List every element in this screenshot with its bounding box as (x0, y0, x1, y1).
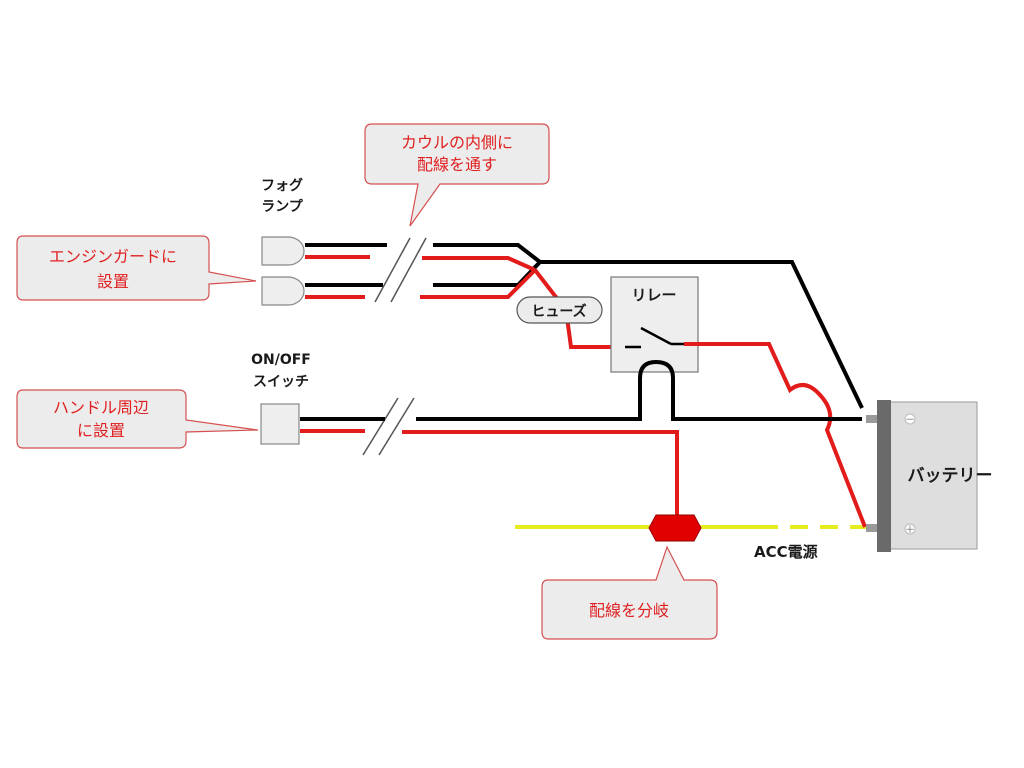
fog-lamp-label-line2: ランプ (261, 199, 304, 215)
fog-lamp-lower (261, 276, 305, 306)
fuse-label: ヒューズ (531, 303, 586, 320)
callout-handle: ハンドル周辺 に設置 (16, 389, 259, 449)
wire-break-marks (362, 237, 427, 456)
fog-lamp-wires-right (420, 243, 542, 299)
fog-lamp-label-line1: フォグ (261, 177, 303, 194)
battery-positive-mark: ＋ (905, 525, 915, 536)
switch-ground-wire (300, 359, 862, 421)
callout-handle-line2: に設置 (77, 421, 125, 440)
callout-cowl: カウルの内側に 配線を通す (364, 123, 550, 227)
callout-engine-guard-line2: 設置 (97, 272, 129, 291)
callout-branch-text: 配線を分岐 (589, 601, 669, 620)
callout-cowl-line2: 配線を通す (417, 155, 497, 174)
ground-wire (540, 260, 864, 409)
callout-handle-line1: ハンドル周辺 (53, 398, 149, 417)
on-off-switch: ON/OFF スイッチ (251, 352, 311, 445)
branch-node (648, 514, 702, 542)
fog-lamps: フォグ ランプ (261, 177, 305, 306)
fog-lamp-wires-left (305, 243, 387, 299)
battery-negative-mark: － (905, 415, 915, 426)
relay-to-battery-wire (684, 342, 867, 528)
callout-engine-guard-line1: エンジンガードに (49, 247, 177, 266)
switch-label-line1: ON/OFF (251, 352, 311, 368)
lamp-positive-wire (533, 268, 625, 349)
callout-branch: 配線を分岐 (541, 545, 718, 640)
battery: － ＋ バッテリー (866, 400, 993, 552)
switch-label-line2: スイッチ (253, 374, 309, 390)
relay-label: リレー (631, 286, 676, 304)
battery-label: バッテリー (908, 466, 993, 486)
acc-power-label: ACC電源 (754, 543, 818, 561)
fog-lamp-upper (261, 236, 305, 266)
switch-signal-wire (300, 429, 679, 518)
callout-engine-guard: エンジンガードに 設置 (16, 235, 257, 301)
fuse: ヒューズ (516, 296, 603, 324)
callout-cowl-line1: カウルの内側に (401, 133, 513, 152)
relay: リレー (610, 276, 699, 373)
